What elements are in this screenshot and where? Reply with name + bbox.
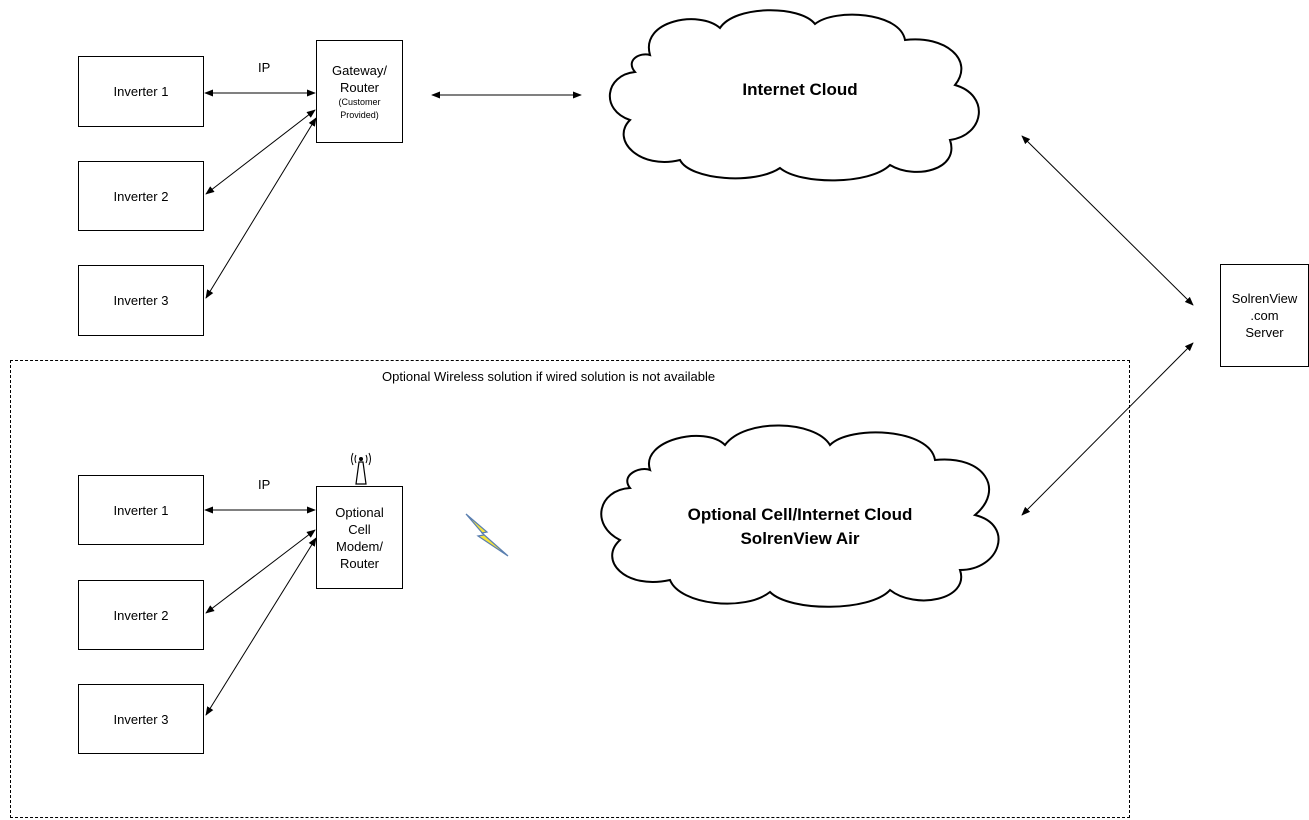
w-inverter-2-box: Inverter 2	[78, 580, 204, 650]
gateway-router-box: Gateway/ Router (Customer Provided)	[316, 40, 403, 143]
modem-line4: Router	[339, 555, 380, 571]
gateway-line2: Router	[339, 79, 380, 95]
w-inverter-3-label: Inverter 3	[113, 711, 169, 727]
inverter-3-box: Inverter 3	[78, 265, 204, 336]
inverter-2-box: Inverter 2	[78, 161, 204, 231]
arrow-inverter2-gateway	[205, 109, 316, 195]
arrow-w-inverter3-modem	[205, 537, 317, 716]
arrow-inverter3-gateway	[205, 117, 317, 299]
cell-cloud-line1: Optional Cell/Internet Cloud	[687, 505, 913, 524]
antenna-icon	[351, 452, 371, 485]
optional-wireless-region	[10, 360, 1130, 818]
arrow-cloud-server	[1021, 135, 1194, 306]
server-line1: SolrenView	[1231, 291, 1298, 306]
arrow-server-cellcloud	[1021, 342, 1194, 516]
lightning-bolt-icon	[465, 513, 509, 557]
inverter-1-box: Inverter 1	[78, 56, 204, 127]
cell-cloud-line2: SolrenView Air	[740, 529, 860, 548]
w-inverter-2-label: Inverter 2	[113, 607, 169, 623]
inverter-1-label: Inverter 1	[113, 84, 169, 99]
cell-internet-cloud	[600, 424, 1000, 608]
modem-line3: Modem/	[336, 538, 383, 554]
internet-cloud-label: Internet Cloud	[742, 80, 858, 99]
server-line2: .com	[1250, 308, 1279, 323]
gateway-line1: Gateway/	[332, 62, 387, 78]
server-box: SolrenView .com Server	[1220, 264, 1309, 367]
gateway-note1: (Customer	[338, 96, 381, 107]
ip-label: IP	[258, 60, 271, 75]
server-line3: Server	[1245, 325, 1284, 340]
modem-line2: Cell	[348, 521, 371, 537]
modem-line1: Optional	[335, 504, 384, 520]
cell-cloud-label: Optional Cell/Internet Cloud SolrenView …	[640, 503, 960, 551]
w-inverter-1-box: Inverter 1	[78, 475, 204, 545]
inverter-2-label: Inverter 2	[113, 188, 169, 204]
inverter-3-label: Inverter 3	[113, 293, 169, 308]
w-inverter-1-label: Inverter 1	[113, 502, 169, 518]
w-ip-label: IP	[258, 477, 271, 492]
internet-cloud	[609, 9, 980, 182]
wireless-caption: Optional Wireless solution if wired solu…	[382, 369, 716, 384]
gateway-note2: Provided)	[340, 109, 379, 120]
w-inverter-3-box: Inverter 3	[78, 684, 204, 754]
cell-modem-router-box: Optional Cell Modem/ Router	[316, 486, 403, 589]
